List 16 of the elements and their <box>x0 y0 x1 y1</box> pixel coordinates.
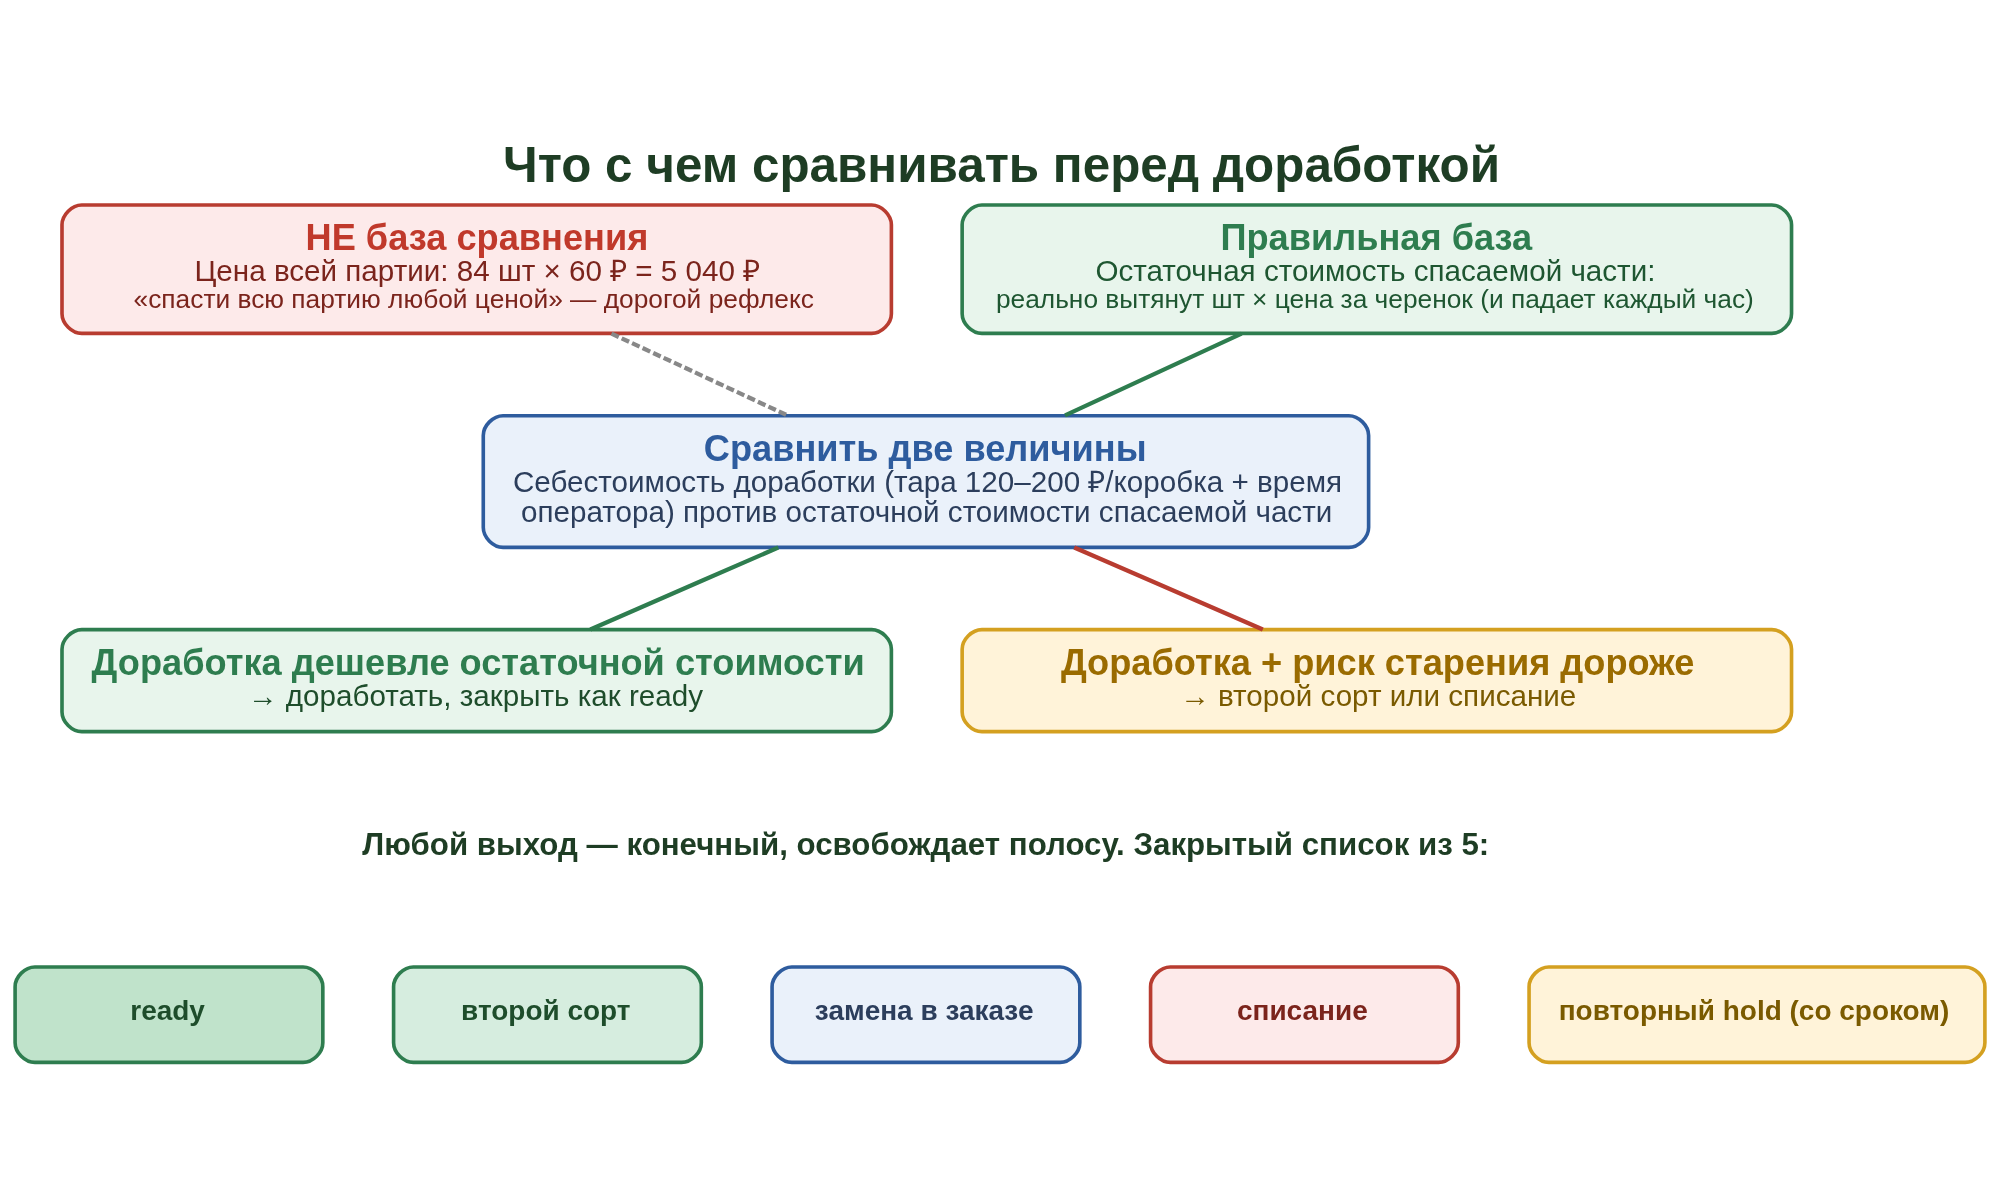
node-box: повторный hold (со сроком) <box>1527 965 1987 1065</box>
diagram-title: Что с чем сравнивать перед доработкой <box>503 137 1501 193</box>
connector <box>1073 545 1264 632</box>
connector <box>1064 331 1243 418</box>
node-box: списание <box>1148 965 1461 1065</box>
connector <box>589 545 780 632</box>
label: Любой выход — конечный, освобождает полосу. Закрытый список из 5: <box>362 827 1490 863</box>
connector <box>610 331 789 418</box>
node-box: Доработка + риск старения дороже → второй сорт или списание <box>960 627 1794 734</box>
node-box: Правильная база Остаточная стоимость спасаемой части: реально вытянут шт × цена за черенок (и падает каждый час) <box>960 203 1794 336</box>
node-box: замена в заказе <box>770 965 1082 1065</box>
node-box: Доработка дешевле остаточной стоимости → доработать, закрыть как ready <box>60 627 894 734</box>
node-box: НЕ база сравнения Цена всей партии: 84 шт × 60 ₽ = 5 040 ₽ «спасти всю партию любой ценой» — дорогой рефлекс <box>60 203 894 336</box>
node-box: ready <box>13 965 325 1065</box>
node-box: второй сорт <box>391 965 704 1065</box>
node-box: Сравнить две величины Себестоимость доработки (тара 120–200 ₽/коробка + время оператора) против остаточной стоимости спасаемой части <box>481 413 1371 550</box>
